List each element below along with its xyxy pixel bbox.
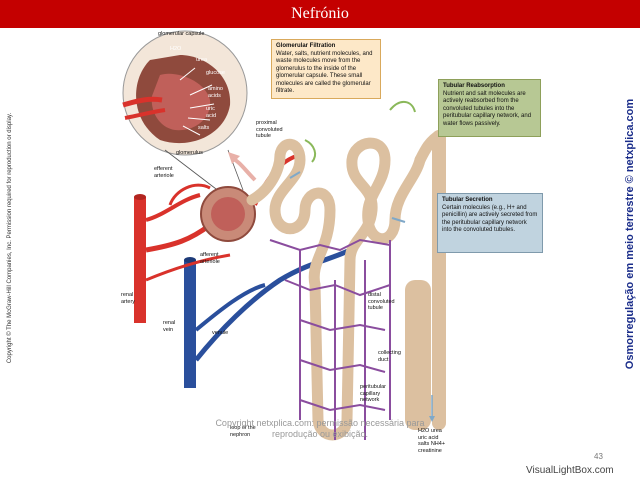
reabsorption-text: Nutrient and salt molecules are actively… [443,90,532,127]
inset-label-glucose: glucose [206,70,225,76]
label-venule: venule [212,330,229,336]
label-loop: loop of the nephron [230,425,256,438]
slide-title: Nefrónio [0,0,640,28]
venule-path [194,247,352,362]
filtration-box: Glomerular Filtration Water, salts, nutr… [271,39,381,99]
inset-glomerulus [151,73,211,131]
reabsorption-heading: Tubular Reabsorption [443,83,505,89]
label-efferent: efferent arteriole [154,166,174,179]
secretion-text: Certain molecules (e.g., H+ and penicill… [442,204,538,234]
glomerulus-ball [211,197,245,231]
page-number: 43 [594,452,603,461]
reabsorption-arrow [304,139,317,163]
collecting-duct [432,130,446,430]
label-urine: H2O urea uric acid salts NH4+ creatinine [418,428,446,454]
watermark: Copyright netxplica.com: permissão neces… [215,418,425,439]
label-renal-artery: renal artery [121,292,136,305]
inset-pointer [164,149,221,193]
reabsorption-box: Tubular Reabsorption Nutrient and salt m… [438,79,541,137]
filtration-text: Water, salts, nutrient molecules, and wa… [276,50,373,95]
label-proximal: proximal convoluted tubule [256,120,283,139]
label-distal: distal convoluted tubule [368,292,395,311]
renal-artery [134,197,146,323]
inset-label-amino: amino acids [208,86,223,99]
peritubular-network [269,238,391,440]
footer-credit[interactable]: VisualLightBox.com [526,465,614,476]
inset-label-uric: uric acid [206,106,217,119]
inset-arrows [179,67,215,136]
inset-label-glomerulus: glomerulus [176,150,203,156]
inset-label-urea: urea [196,57,208,63]
inset-label-h2o: H2O [170,46,182,52]
label-collecting: collecting duct [378,350,401,363]
filtration-heading: Glomerular Filtration [276,43,336,49]
inset-label-salts: salts [198,125,210,131]
secretion-box: Tubular Secretion Certain molecules (e.g… [437,193,543,253]
secretion-arrow [289,171,301,179]
label-peritubular: peritubular capillary network [360,384,386,403]
secretion-heading: Tubular Secretion [442,197,493,203]
label-afferent: afferent arteriole [200,252,220,265]
label-renal-vein: renal vein [163,320,176,333]
renal-vein [184,260,196,388]
inset-label-capsule: glomerular capsule [158,31,205,37]
